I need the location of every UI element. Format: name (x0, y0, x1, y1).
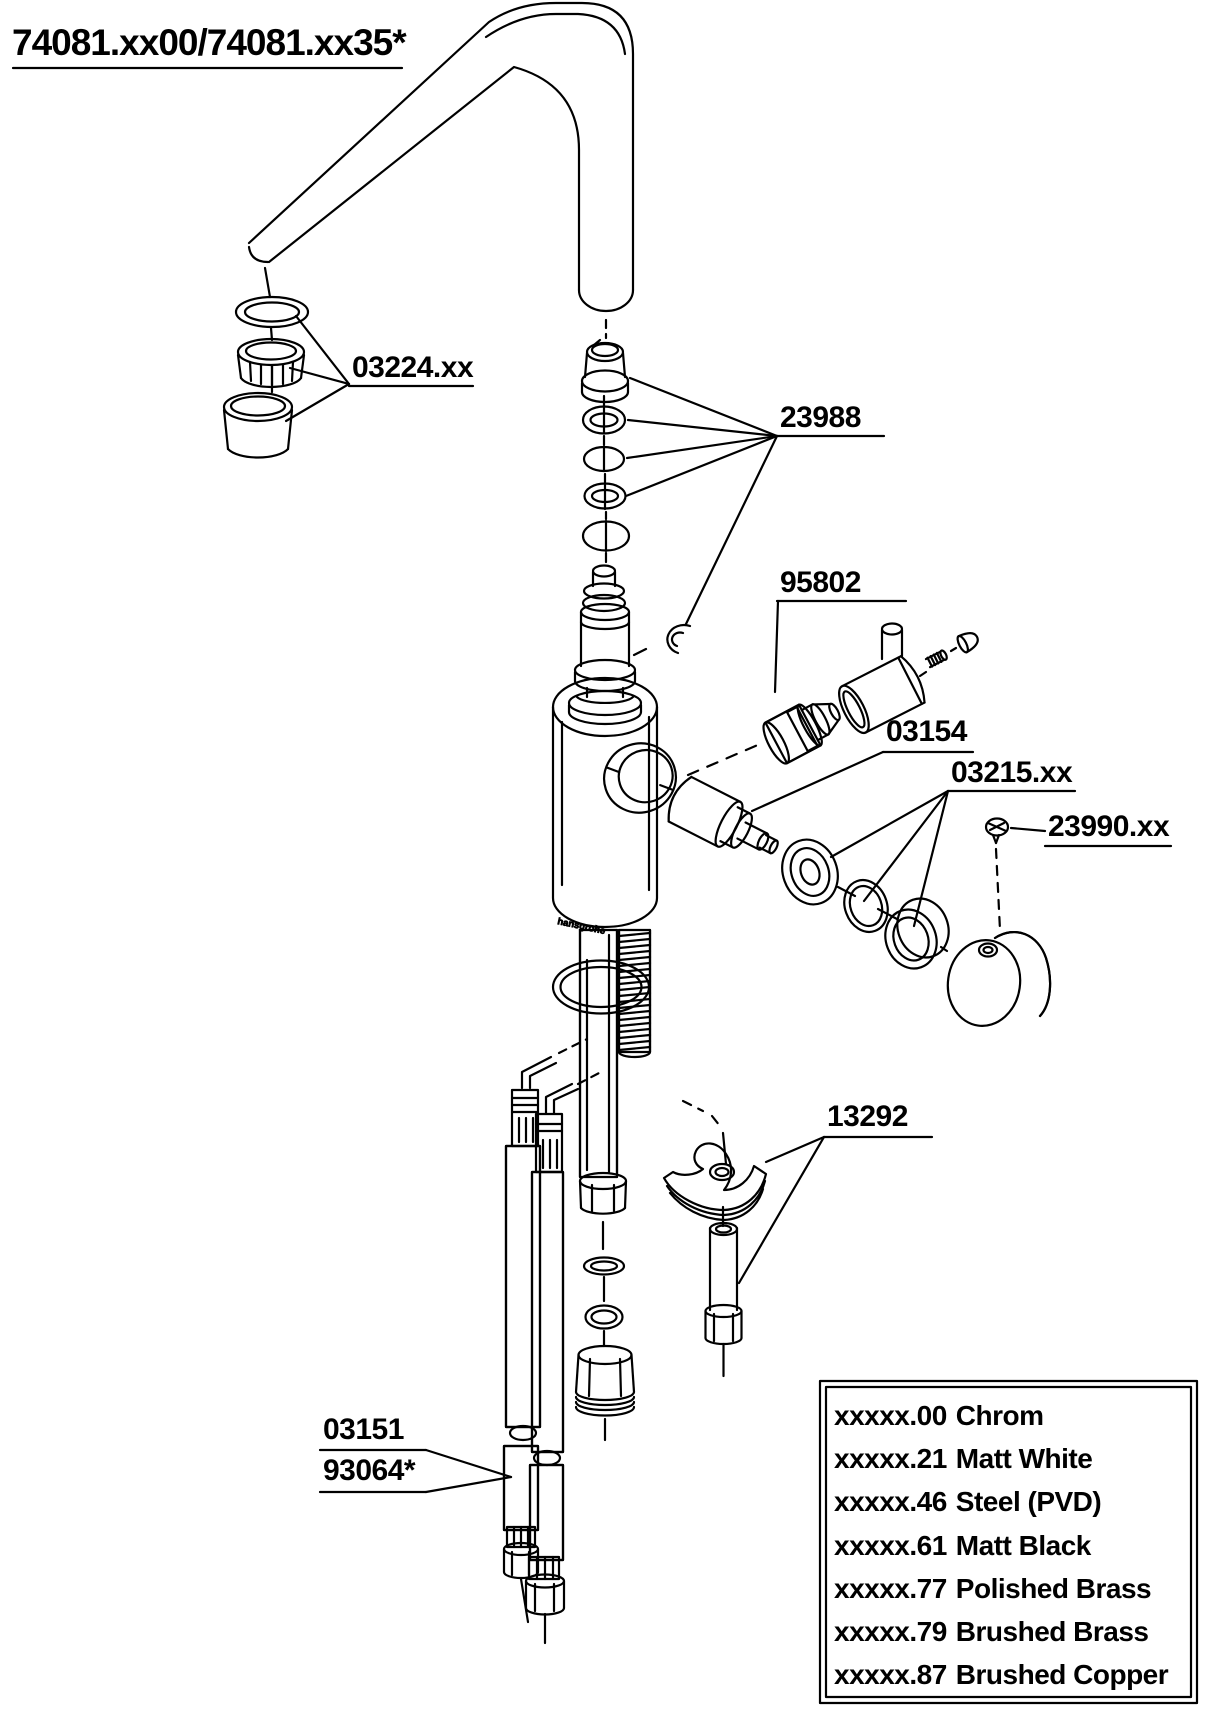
body-side-port (603, 742, 677, 814)
bracket-stud (704, 1221, 743, 1378)
legend-finish: Brushed Copper (955, 1659, 1169, 1690)
finish-legend-box (818, 1379, 1199, 1705)
legend-code: xxxxx.77 (834, 1573, 947, 1604)
legend-code: xxxxx.61 (834, 1530, 947, 1561)
legend-row-matt-white: xxxxx.21 Matt White (834, 1443, 1093, 1474)
screw-axis-dash (949, 646, 958, 653)
part-label-hose-variant: 93064* (323, 1454, 416, 1487)
shank-hardware (574, 1171, 636, 1442)
legend-finish: Matt Black (955, 1530, 1092, 1561)
faucet-body: hansgrohe (551, 676, 659, 937)
hub-axis-dash (918, 670, 928, 678)
circlip (632, 623, 692, 657)
legend-row-chrom: xxxxx.00 Chrom (834, 1402, 1044, 1430)
bonnet-stack (567, 564, 643, 726)
port-axis-dash (686, 742, 762, 777)
supply-hoses (502, 1037, 603, 1645)
legend-row-matt-black: xxxxx.61 Matt Black (834, 1532, 1091, 1560)
trim-rings (781, 838, 950, 970)
part-label-seal-kit: 23988 (780, 401, 861, 434)
spout-seal-stack (580, 338, 631, 564)
legend-code: xxxxx.79 (834, 1616, 947, 1647)
part-label-cartridge: 95802 (780, 566, 861, 599)
part-label-aerator: 03224.xx (352, 351, 474, 384)
spout (247, 1, 635, 340)
adapter-sleeve (667, 775, 779, 855)
legend-row-brushed-brass: xxxxx.79 Brushed Brass (834, 1616, 1149, 1647)
part-label-adapter-sleeve: 03154 (886, 715, 967, 748)
legend-finish: Matt White (955, 1443, 1093, 1474)
label-underlines (11, 66, 1173, 1494)
threaded-rod (617, 928, 652, 1059)
hub-screw (924, 649, 948, 669)
legend-finish: Polished Brass (955, 1573, 1152, 1604)
supply-shank (578, 928, 619, 1179)
part-label-hose: 03151 (323, 1413, 404, 1446)
legend-finish: Steel (PVD) (955, 1486, 1102, 1517)
legend-code: xxxxx.46 (834, 1486, 947, 1517)
part-label-handle-screw: 23990.xx (1048, 810, 1170, 843)
aerator-parts (222, 266, 310, 459)
legend-row-steel-pvd: xxxxx.46 Steel (PVD) (834, 1486, 1102, 1517)
legend-code: xxxxx.87 (834, 1659, 947, 1690)
part-label-seal-set: 03215.xx (951, 756, 1073, 789)
leader-lines (284, 314, 1047, 1494)
handle-hub (838, 622, 926, 735)
hub-cap (956, 632, 979, 654)
part-label-mounting-kit: 13292 (827, 1100, 908, 1133)
legend-row-brushed-copper: xxxxx.87 Brushed Copper (834, 1659, 1169, 1690)
mounting-bracket (662, 1099, 768, 1228)
handle-set-screw (984, 817, 1010, 932)
cartridge (762, 702, 841, 765)
handle-lever (946, 930, 1052, 1027)
body-logo: hansgrohe (556, 916, 606, 937)
legend-finish: Chrom (955, 1400, 1044, 1431)
legend-code: xxxxx.00 (834, 1400, 947, 1431)
legend-code: xxxxx.21 (834, 1443, 947, 1474)
legend-row-polished-brass: xxxxx.77 Polished Brass (834, 1573, 1152, 1604)
diagram-title: 74081.xx00/74081.xx35* (12, 22, 407, 63)
legend-finish: Brushed Brass (955, 1616, 1149, 1647)
